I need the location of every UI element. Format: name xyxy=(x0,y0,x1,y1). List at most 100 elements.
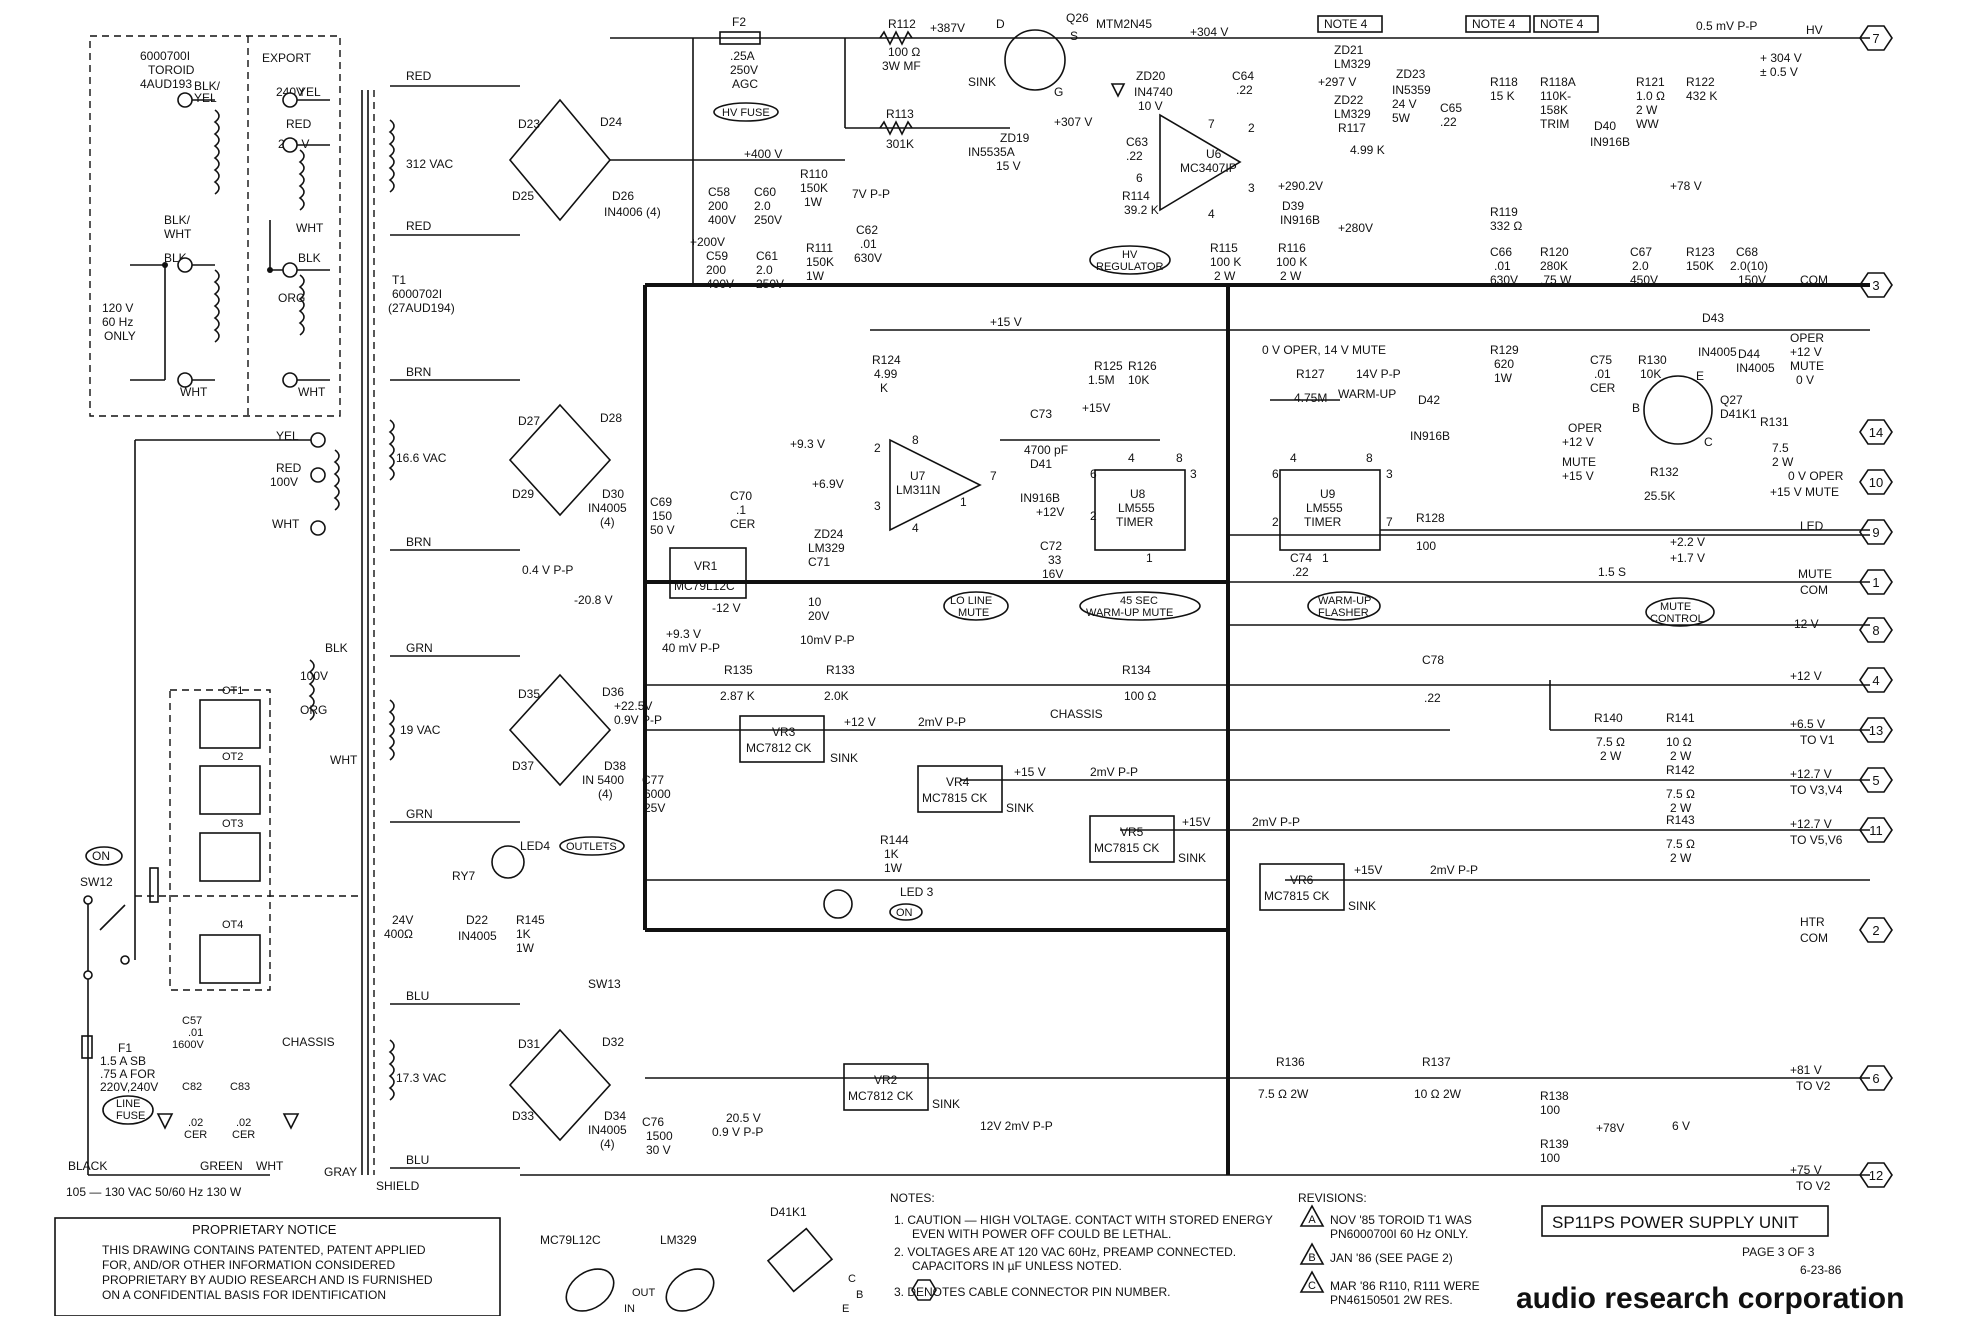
svg-text:E: E xyxy=(1696,369,1704,383)
svg-text:WHT: WHT xyxy=(164,227,192,241)
svg-text:VR3: VR3 xyxy=(772,725,796,739)
svg-text:4.75M: 4.75M xyxy=(1294,391,1327,405)
notes-heading: NOTES: xyxy=(890,1191,935,1205)
svg-text:17.3 VAC: 17.3 VAC xyxy=(396,1071,447,1085)
revision-marks: ABC xyxy=(1299,1204,1325,1293)
svg-text:R117: R117 xyxy=(1338,121,1366,135)
svg-text:+9.3 V: +9.3 V xyxy=(666,627,701,641)
svg-text:2 W: 2 W xyxy=(1280,269,1302,283)
comparator-u7 xyxy=(889,438,982,532)
svg-text:IN4006 (4): IN4006 (4) xyxy=(604,205,661,219)
svg-text:ZD24: ZD24 xyxy=(814,527,844,541)
rev-c-line-1: MAR '86 R110, R111 WERE xyxy=(1330,1279,1480,1293)
svg-text:CER: CER xyxy=(730,517,756,531)
svg-text:LM329: LM329 xyxy=(1334,57,1371,71)
connector-pin: 4 xyxy=(1859,667,1893,693)
svg-text:R128: R128 xyxy=(1416,511,1445,525)
to-v1-label: TO V1 xyxy=(1800,733,1835,747)
svg-text:+200V: +200V xyxy=(690,235,725,249)
svg-text:IN4005: IN4005 xyxy=(1698,345,1737,359)
connector-pin: 7 xyxy=(1859,25,1893,51)
t1-pn2: (27AUD194) xyxy=(388,301,455,315)
hv-reg-label: HV xyxy=(1122,249,1138,261)
connector-pin-number: 7 xyxy=(1872,31,1879,46)
svg-text:100 Ω: 100 Ω xyxy=(888,45,920,59)
svg-text:50 V: 50 V xyxy=(650,523,675,537)
svg-text:Q27: Q27 xyxy=(1720,393,1743,407)
svg-text:U9: U9 xyxy=(1320,487,1336,501)
svg-text:240V: 240V xyxy=(276,85,304,99)
svg-text:2.0K: 2.0K xyxy=(824,689,849,703)
svg-text:K: K xyxy=(880,381,888,395)
mute-ctrl-label: MUTE xyxy=(1660,601,1691,613)
svg-text:150V: 150V xyxy=(1738,273,1766,287)
proprietary-line-2: FOR, AND/OR OTHER INFORMATION CONSIDERED xyxy=(102,1258,395,1272)
svg-text:R127: R127 xyxy=(1296,367,1325,381)
svg-text:D24: D24 xyxy=(600,115,622,129)
bus-rails xyxy=(520,37,1870,1176)
svg-text:BRN: BRN xyxy=(406,365,431,379)
svg-text:IN916B: IN916B xyxy=(1020,491,1060,505)
svg-text:20.5 V: 20.5 V xyxy=(726,1111,761,1125)
svg-text:24V: 24V xyxy=(392,913,413,927)
svg-text:19 VAC: 19 VAC xyxy=(400,723,441,737)
svg-text:200: 200 xyxy=(708,199,728,213)
svg-text:+78 V: +78 V xyxy=(1670,179,1702,193)
hz-60: 60 Hz xyxy=(102,315,133,329)
svg-text:3: 3 xyxy=(874,499,881,513)
svg-text:D31: D31 xyxy=(518,1037,540,1051)
svg-text:+12V: +12V xyxy=(1036,505,1064,519)
mute-com-2: COM xyxy=(1800,583,1828,597)
rev-a-line-1: NOV '85 TOROID T1 WAS xyxy=(1330,1213,1472,1227)
svg-text:+15 V: +15 V xyxy=(1014,765,1046,779)
ov-oper: 0 V OPER xyxy=(1788,469,1844,483)
svg-text:IN5359: IN5359 xyxy=(1392,83,1431,97)
svg-text:250V: 250V xyxy=(756,277,784,291)
svg-text:IN916B: IN916B xyxy=(1410,429,1450,443)
svg-text:7: 7 xyxy=(1208,117,1215,131)
svg-text:.22: .22 xyxy=(1424,691,1441,705)
svg-text:250V: 250V xyxy=(754,213,782,227)
svg-text:S: S xyxy=(1070,29,1078,43)
svg-text:(4): (4) xyxy=(600,1137,615,1151)
svg-text:1K: 1K xyxy=(884,847,899,861)
svg-text:6: 6 xyxy=(1136,171,1143,185)
svg-text:6 V: 6 V xyxy=(1672,1119,1690,1133)
plus127b-label: +12.7 V xyxy=(1790,817,1832,831)
svg-text:+304 V: +304 V xyxy=(1190,25,1228,39)
timer-u9 xyxy=(1279,469,1381,551)
svg-text:280K: 280K xyxy=(1540,259,1568,273)
rev-b-line: JAN '86 (SEE PAGE 2) xyxy=(1330,1251,1453,1265)
connector-pin-number: 10 xyxy=(1869,475,1883,490)
primary-wiring-box xyxy=(89,35,341,417)
svg-text:+15 V: +15 V xyxy=(990,315,1022,329)
shield-label: SHIELD xyxy=(376,1179,420,1193)
note4-label-1: NOTE 4 xyxy=(1324,17,1368,31)
svg-text:10 Ω 2W: 10 Ω 2W xyxy=(1414,1087,1462,1101)
svg-text:IN4005: IN4005 xyxy=(458,929,497,943)
proprietary-title: PROPRIETARY NOTICE xyxy=(192,1222,337,1237)
svg-text:C83: C83 xyxy=(230,1081,250,1093)
page-number: PAGE 3 OF 3 xyxy=(1742,1245,1815,1259)
connector-pin: 5 xyxy=(1859,767,1893,793)
svg-text:VR6: VR6 xyxy=(1290,873,1314,887)
svg-text:7: 7 xyxy=(990,469,997,483)
svg-text:MUTE: MUTE xyxy=(1562,455,1596,469)
note-2a: 2. VOLTAGES ARE AT 120 VAC 60Hz, PREAMP … xyxy=(894,1245,1236,1259)
f1-rating-export: .75 A FOR xyxy=(100,1067,156,1081)
regulator-vr4 xyxy=(917,765,1003,813)
connector-pin-number: 11 xyxy=(1869,823,1883,838)
pkg-mc79l12c: MC79L12C xyxy=(540,1233,601,1247)
svg-text:OT4: OT4 xyxy=(222,919,243,931)
connector-pin-number: 3 xyxy=(1872,278,1879,293)
svg-text:C59: C59 xyxy=(706,249,728,263)
svg-text:250V: 250V xyxy=(730,63,758,77)
svg-text:C70: C70 xyxy=(730,489,752,503)
led-label: LED xyxy=(1800,519,1824,533)
svg-text:MTM2N45: MTM2N45 xyxy=(1096,17,1152,31)
sw12-label: SW12 xyxy=(80,875,113,889)
input-spec: 105 — 130 VAC 50/60 Hz 130 W xyxy=(66,1185,242,1199)
svg-text:400V: 400V xyxy=(706,277,734,291)
svg-text:2.0: 2.0 xyxy=(754,199,771,213)
svg-text:BLU: BLU xyxy=(406,1153,429,1167)
